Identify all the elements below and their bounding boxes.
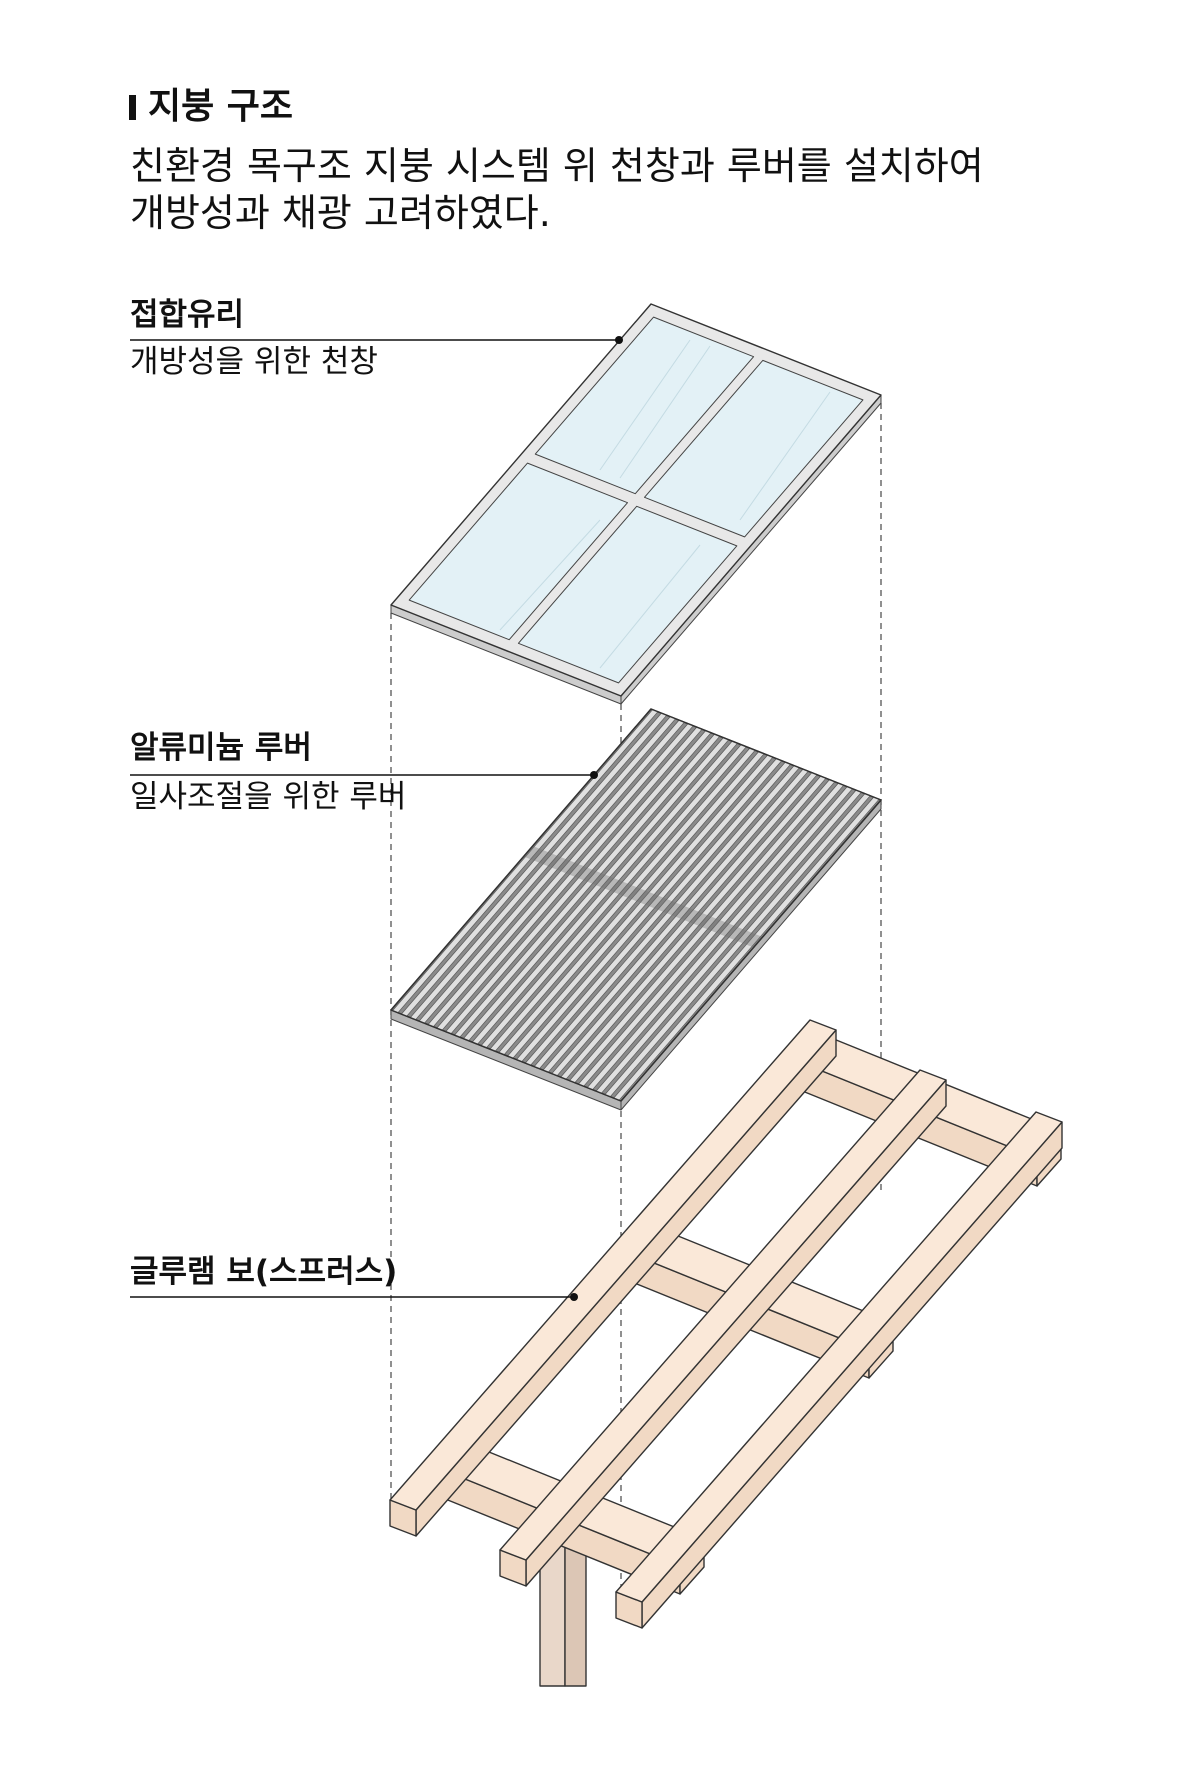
leader-dot-glass (615, 336, 623, 344)
post-front-face (539, 1544, 566, 1687)
laminated-glass-skylight (390, 303, 882, 705)
leader-lines (130, 336, 623, 1301)
beam-top-face (499, 1069, 947, 1561)
glulam-beam-structure (389, 1019, 1063, 1687)
louver-slats (392, 709, 880, 1101)
louver-outline (390, 708, 882, 1102)
main-beam-middle (499, 1069, 947, 1587)
support-post (539, 1544, 587, 1687)
glass-reflection (599, 339, 691, 471)
louver-support-band (523, 846, 763, 948)
description-line: 개방성과 채광 고려하였다. (130, 191, 551, 235)
glass-pane (644, 359, 864, 538)
main-beam-left (389, 1019, 837, 1537)
label-glass-subtitle: 개방성을 위한 천창 (130, 344, 378, 380)
title-marker (129, 95, 136, 120)
label-louver-title: 알류미늄 루버 (130, 730, 312, 766)
label-louver-subtitle: 일사조절을 위한 루버 (130, 779, 407, 815)
label-glass-title: 접합유리 (130, 297, 245, 333)
glass-pane (517, 505, 738, 684)
aluminum-louver (390, 708, 882, 1111)
leader-dot-louver (590, 771, 598, 779)
glass-reflection (599, 544, 701, 669)
glass-reflection (499, 519, 601, 631)
main-beam-right (615, 1111, 1063, 1629)
post-side-face (564, 1544, 587, 1687)
section-description: 친환경 목구조 지붕 시스템 위 천창과 루버를 설치하여 개방성과 채광 고려… (130, 143, 984, 237)
section-title: 지붕 구조 (148, 86, 294, 127)
label-beam-title: 글루램 보(스프러스) (130, 1254, 398, 1290)
glass-pane (408, 462, 628, 641)
glass-reflection (739, 391, 831, 521)
glass-reflection (619, 345, 711, 479)
leader-dot-beam (570, 1293, 578, 1301)
description-line: 친환경 목구조 지붕 시스템 위 천창과 루버를 설치하여 (130, 144, 984, 188)
beam-top-face (615, 1111, 1063, 1603)
beam-top-face (389, 1019, 837, 1511)
